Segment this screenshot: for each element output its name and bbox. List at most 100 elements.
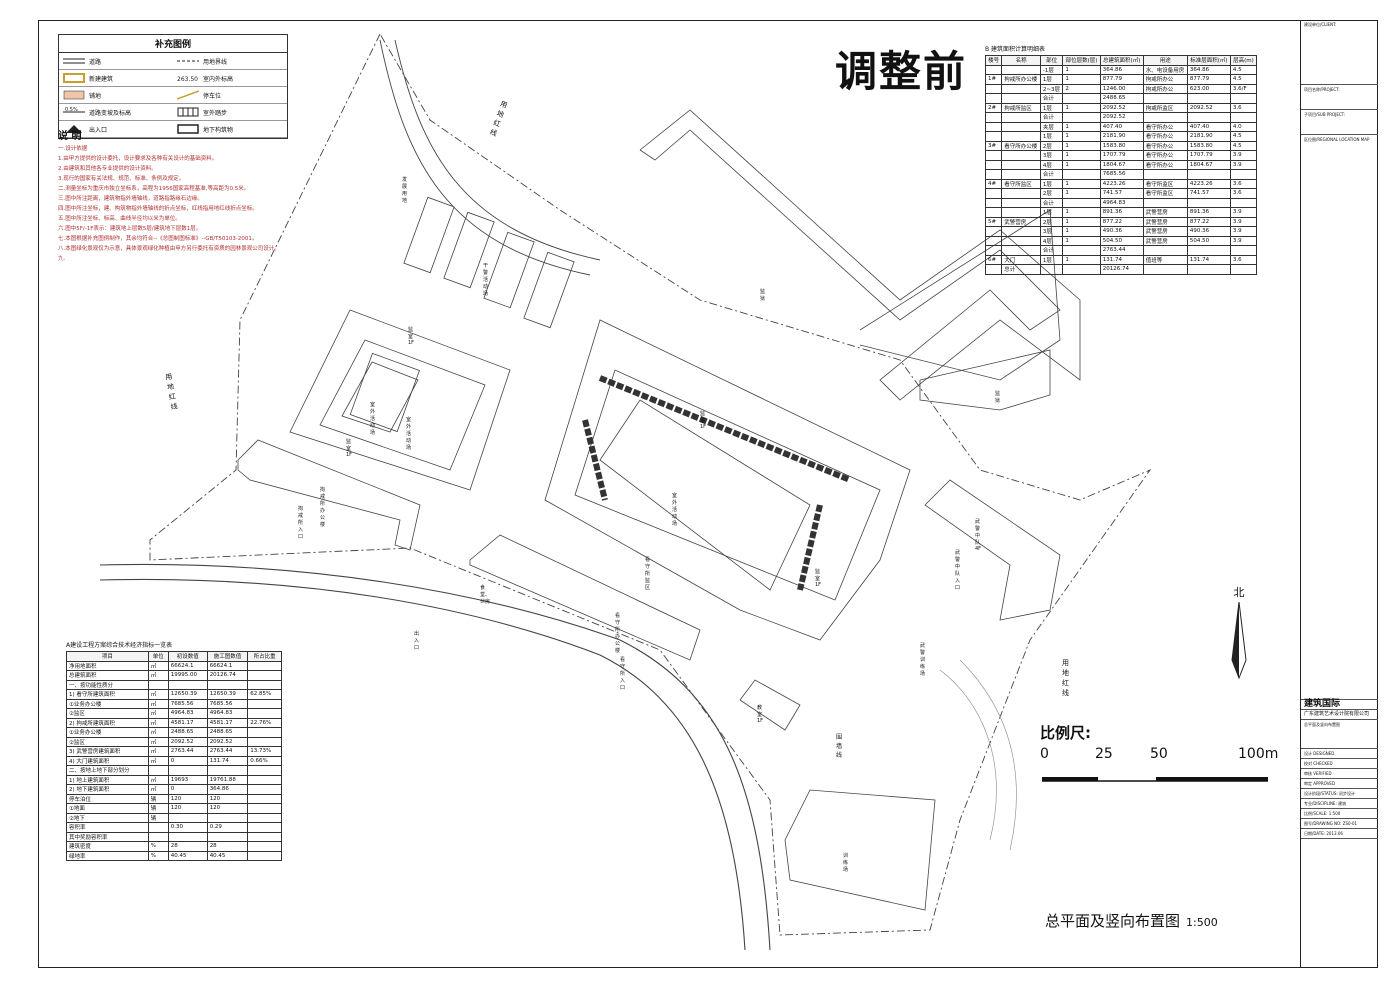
table-cell: 1) 看守所建筑面积 bbox=[66, 689, 149, 700]
table-cell: 2181.90 bbox=[1186, 131, 1231, 142]
table-cell: 877.79 bbox=[1099, 74, 1144, 85]
note-line: 1.由甲方提供的设计委托，设计要求及各种有关设计的基础资料。 bbox=[58, 156, 218, 162]
table-cell: 7685.56 bbox=[1099, 169, 1144, 180]
detention-office-label: 拘戒所办公楼 bbox=[320, 487, 326, 528]
table-cell: 拘戒所办公 bbox=[1142, 74, 1188, 85]
note-line: 一.设计依据 bbox=[58, 146, 88, 152]
slope-icon: 0.5% bbox=[63, 107, 85, 113]
table-cell bbox=[1142, 93, 1188, 104]
table-cell: 其中奖励容积率 bbox=[66, 831, 149, 842]
table-cell bbox=[1186, 264, 1231, 275]
table-cell bbox=[147, 822, 169, 833]
legend-new-building: 新建建筑 bbox=[59, 70, 173, 87]
table-cell: 2763.44 bbox=[167, 746, 208, 757]
table-cell: 1层 bbox=[1039, 178, 1064, 189]
table-cell bbox=[984, 150, 1003, 161]
table-cell bbox=[167, 812, 208, 823]
table-cell bbox=[1001, 121, 1041, 132]
table-cell: 0 bbox=[167, 784, 208, 795]
table-cell bbox=[1001, 83, 1041, 94]
table-cell: 20126.74 bbox=[1099, 264, 1144, 275]
table-cell bbox=[1001, 197, 1041, 208]
table-cell bbox=[247, 660, 282, 671]
plan-title-text: 总平面及竖向布置图 bbox=[1045, 912, 1181, 930]
table-cell: ㎡ bbox=[147, 774, 169, 785]
tb-row: 审定 APPROVED bbox=[1301, 779, 1378, 789]
table-cell bbox=[1001, 207, 1041, 218]
table-row: 一、按功能性质分 bbox=[66, 679, 282, 690]
table-a: A建设工程方案综合技术经济指标一览表 项目单位初设数值施工图数值所占比重 净用地… bbox=[66, 640, 282, 861]
table-cell: 2层 bbox=[1039, 216, 1064, 227]
table-cell bbox=[1062, 264, 1101, 275]
table-cell: 7685.56 bbox=[206, 698, 249, 709]
table-header-cell: 单位 bbox=[147, 651, 169, 662]
table-cell bbox=[247, 765, 282, 776]
table-cell bbox=[1186, 169, 1231, 180]
table-cell: 3.9 bbox=[1229, 235, 1258, 246]
table-cell bbox=[1001, 159, 1041, 170]
basketball-courts bbox=[349, 196, 575, 433]
jail-label: 监室 1F bbox=[346, 439, 353, 458]
table-cell: 407.40 bbox=[1099, 121, 1144, 132]
table-cell: 夹层 bbox=[1039, 121, 1064, 132]
table-cell bbox=[1001, 93, 1041, 104]
table-cell: 1 bbox=[1062, 207, 1101, 218]
table-cell: 4964.83 bbox=[206, 708, 249, 719]
table-cell: 12650.39 bbox=[206, 689, 249, 700]
tb-row: 建设单位/CLIENT: bbox=[1301, 20, 1378, 85]
table-cell: 停车泊位 bbox=[66, 793, 149, 804]
table-cell: 504.50 bbox=[1099, 235, 1144, 246]
table-cell: 合计 bbox=[1039, 169, 1064, 180]
table-cell: 2763.44 bbox=[206, 746, 249, 757]
table-cell: 120 bbox=[167, 793, 208, 804]
table-cell: ②监区 bbox=[66, 736, 149, 747]
note-line: 二.测量坐标为重庆市独立坐标系，高程为1956国家高程基准,等高距为0.5米。 bbox=[58, 186, 250, 192]
site-boundary bbox=[149, 33, 1152, 936]
table-cell: 6# bbox=[984, 254, 1003, 265]
scale-title: 比例尺: bbox=[1040, 724, 1091, 742]
table-cell: 364.86 bbox=[1186, 64, 1231, 75]
table-cell: 2 bbox=[1062, 83, 1101, 94]
table-cell: 拘戒所办公 bbox=[1142, 83, 1188, 94]
table-cell: ②监区 bbox=[66, 708, 149, 719]
table-cell: 4# bbox=[984, 178, 1003, 189]
table-cell: 13.73% bbox=[247, 746, 282, 757]
table-cell: 看守所办公 bbox=[1142, 150, 1188, 161]
table-cell: 407.40 bbox=[1186, 121, 1231, 132]
table-cell: 看守所办公 bbox=[1142, 131, 1188, 142]
note-line: 七.本图根据补充图例制作，其余均符合--《总图制图标准》--GB/T50103-… bbox=[58, 236, 258, 242]
table-cell: 1 bbox=[1062, 121, 1101, 132]
table-cell: 1 bbox=[1062, 74, 1101, 85]
table-cell bbox=[247, 812, 282, 823]
tb-row: 区位图/REGIONAL LOCATION MAP bbox=[1301, 135, 1378, 700]
table-cell: 120 bbox=[206, 793, 249, 804]
entrance-triangle-icon bbox=[66, 125, 82, 133]
table-cell: 4581.17 bbox=[206, 717, 249, 728]
table-b-caption: B 建筑面积计算明细表 bbox=[985, 46, 1046, 53]
jail-area-label: 看守所监区 bbox=[645, 557, 651, 591]
underground-icon bbox=[177, 124, 199, 134]
svg-text:0.5%: 0.5% bbox=[65, 107, 78, 113]
table-cell bbox=[247, 736, 282, 747]
outdoor-label: 室外活动场 bbox=[370, 402, 376, 436]
table-cell: 741.57 bbox=[1186, 188, 1231, 199]
table-cell bbox=[1186, 245, 1231, 256]
detention-entry-label: 拘戒所入口 bbox=[298, 506, 304, 540]
table-cell: % bbox=[147, 841, 169, 852]
table-cell: 4964.83 bbox=[167, 708, 208, 719]
dev-land-label: 发展用地 bbox=[402, 177, 408, 204]
table-cell: 1246.00 bbox=[1099, 83, 1144, 94]
north-label: 北 bbox=[1233, 586, 1245, 599]
detention-building bbox=[289, 309, 511, 491]
table-cell bbox=[1186, 197, 1231, 208]
table-cell: 5# bbox=[984, 216, 1003, 227]
